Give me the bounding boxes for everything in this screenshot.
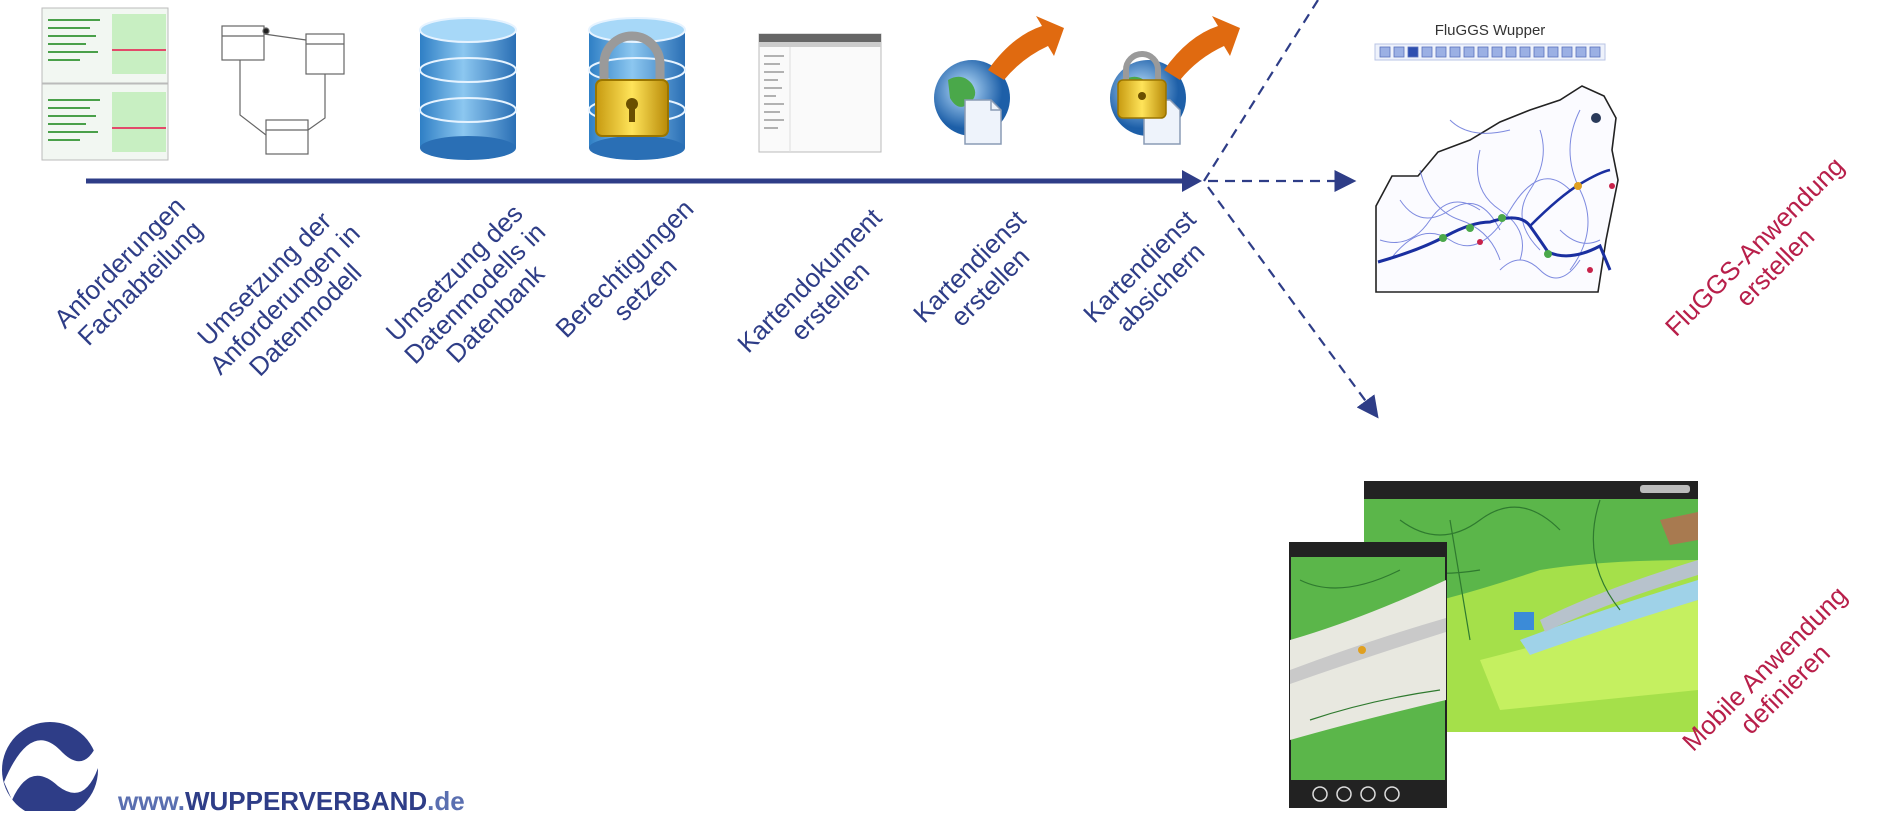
database-icon [419, 17, 517, 160]
mobile-app-tablet-screenshot [1364, 481, 1698, 732]
mobile-app-phone-screenshot [1289, 542, 1447, 808]
map-document-icon [758, 33, 882, 153]
footer-prefix: www. [118, 786, 185, 816]
spreadsheet-icon [41, 7, 169, 161]
footer-suffix: .de [427, 786, 465, 816]
map-title: FluGGS Wupper [1434, 22, 1546, 39]
locked-database-icon [588, 17, 686, 160]
globe-publish-icon [934, 16, 1064, 145]
secure-globe-publish-icon [1110, 16, 1240, 145]
footer-url[interactable]: www.WUPPERVERBAND.de [118, 786, 465, 817]
timeline-arrow [86, 170, 1202, 192]
uml-diagram-icon [221, 25, 345, 155]
fluggs-map-thumbnail [1366, 16, 1619, 300]
branch-arrows [1203, 0, 1379, 419]
footer-brand: WUPPERVERBAND [184, 786, 428, 816]
wupperverband-logo [2, 722, 98, 811]
